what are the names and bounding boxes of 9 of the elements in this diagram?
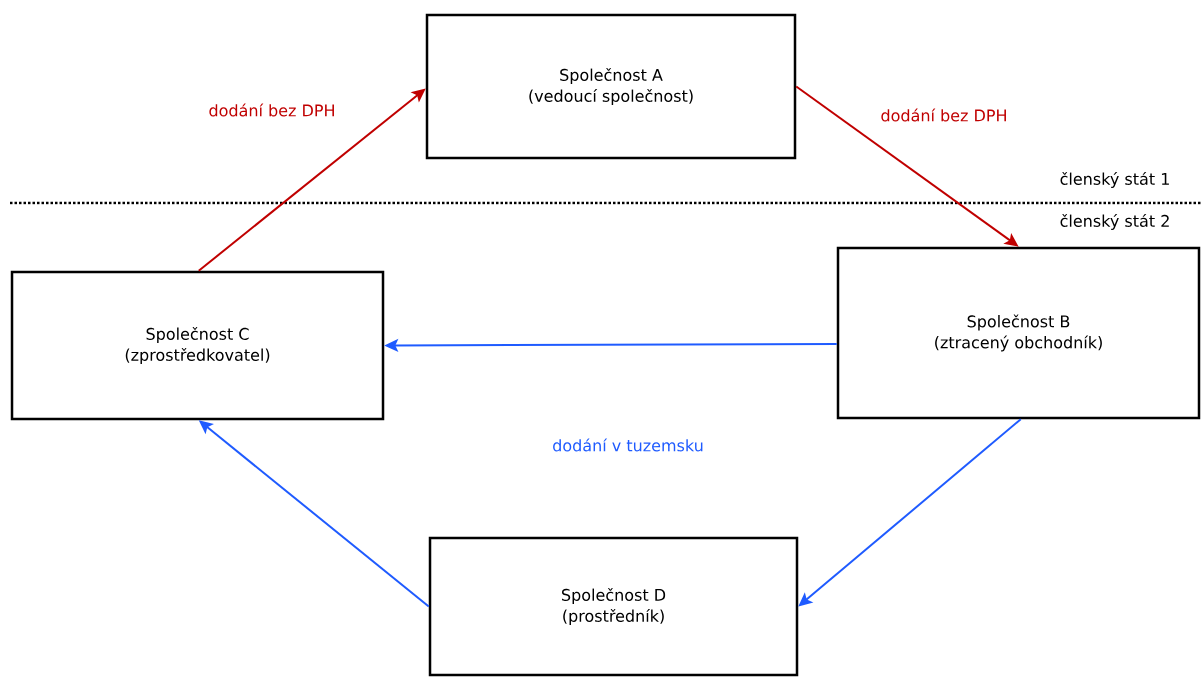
company-box: Společnost C (zprostředkovatel) [10,270,385,421]
edge-label: dodání bez DPH [209,103,334,117]
edge-label: dodání bez DPH [881,108,1006,122]
company-box: Společnost A (vedoucí společnost) [425,13,797,160]
region-label: členský stát 1 [1060,171,1169,189]
region-label: dodání v tuzemsku [553,438,703,452]
company-box: Společnost B (ztracený obchodník) [836,246,1201,420]
company-box: Společnost D (prostředník) [428,536,799,677]
region-label: členský stát 2 [1060,213,1169,231]
